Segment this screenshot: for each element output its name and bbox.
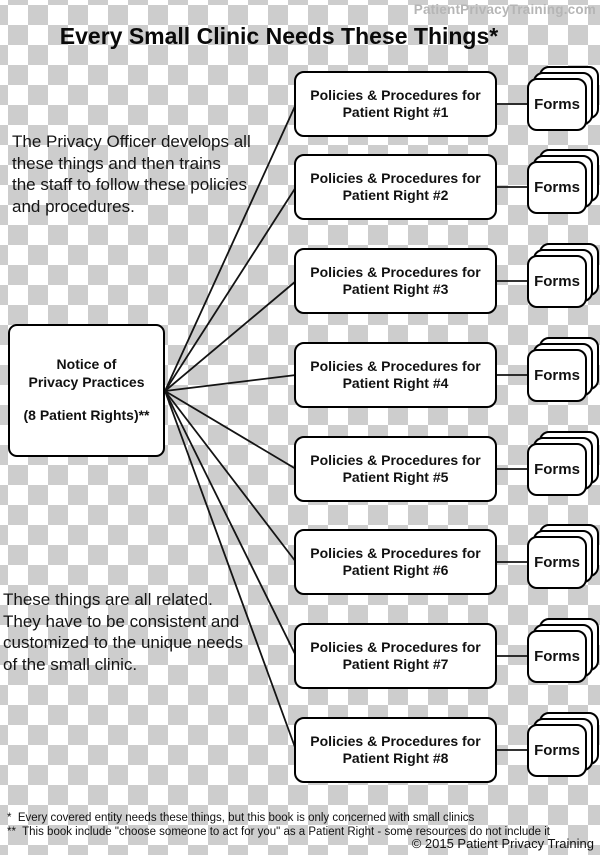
- forms-label: Forms: [534, 96, 580, 113]
- policy-box-8: Policies & Procedures for Patient Right …: [294, 717, 497, 783]
- site-watermark: PatientPrivacyTraining.com: [413, 2, 596, 17]
- notice-box-line2: Privacy Practices: [28, 373, 145, 390]
- policy-box-1-line1: Policies & Procedures for: [310, 87, 481, 103]
- notice-box-rights: (8 Patient Rights)**: [23, 407, 150, 424]
- policy-box-3-line1: Policies & Procedures for: [310, 264, 481, 280]
- policy-box-6: Policies & Procedures for Patient Right …: [294, 529, 497, 595]
- forms-stack-8: Forms: [527, 712, 599, 777]
- forms-card-front: Forms: [527, 161, 587, 214]
- footnotes: * Every covered entity needs these thing…: [7, 812, 550, 838]
- notice-box-line1: Notice of: [56, 356, 117, 373]
- policy-box-1-line2: Patient Right #1: [342, 104, 449, 120]
- forms-label: Forms: [534, 179, 580, 196]
- policy-box-2: Policies & Procedures for Patient Right …: [294, 154, 497, 220]
- forms-card-front: Forms: [527, 349, 587, 402]
- policy-box-7-line1: Policies & Procedures for: [310, 639, 481, 655]
- policy-box-4-line1: Policies & Procedures for: [310, 358, 481, 374]
- forms-card-front: Forms: [527, 78, 587, 131]
- policy-box-5-line1: Policies & Procedures for: [310, 452, 481, 468]
- forms-label: Forms: [534, 648, 580, 665]
- forms-stack-6: Forms: [527, 524, 599, 589]
- policy-box-8-line1: Policies & Procedures for: [310, 733, 481, 749]
- policy-box-6-line1: Policies & Procedures for: [310, 545, 481, 561]
- policy-box-7-line2: Patient Right #7: [342, 656, 449, 672]
- policy-box-7: Policies & Procedures for Patient Right …: [294, 623, 497, 689]
- forms-stack-4: Forms: [527, 337, 599, 402]
- forms-label: Forms: [534, 367, 580, 384]
- forms-card-front: Forms: [527, 630, 587, 683]
- notice-of-privacy-practices-box: Notice of Privacy Practices (8 Patient R…: [8, 324, 165, 457]
- policy-box-4-line2: Patient Right #4: [342, 375, 449, 391]
- policy-box-5: Policies & Procedures for Patient Right …: [294, 436, 497, 502]
- policy-box-4: Policies & Procedures for Patient Right …: [294, 342, 497, 408]
- privacy-officer-note: The Privacy Officer develops all these t…: [12, 132, 251, 216]
- forms-stack-7: Forms: [527, 618, 599, 683]
- forms-stack-2: Forms: [527, 149, 599, 214]
- policy-box-8-line2: Patient Right #8: [342, 750, 449, 766]
- forms-stack-5: Forms: [527, 431, 599, 496]
- forms-label: Forms: [534, 554, 580, 571]
- policy-box-3: Policies & Procedures for Patient Right …: [294, 248, 497, 314]
- forms-stack-1: Forms: [527, 66, 599, 131]
- policy-box-3-line2: Patient Right #3: [342, 281, 449, 297]
- policy-box-2-line2: Patient Right #2: [342, 187, 449, 203]
- page-title: Every Small Clinic Needs These Things*: [59, 23, 499, 49]
- forms-card-front: Forms: [527, 443, 587, 496]
- forms-label: Forms: [534, 742, 580, 759]
- forms-card-front: Forms: [527, 536, 587, 589]
- related-note: These things are all related. They have …: [3, 590, 244, 674]
- policy-box-5-line2: Patient Right #5: [342, 469, 449, 485]
- forms-label: Forms: [534, 461, 580, 478]
- policy-box-1: Policies & Procedures for Patient Right …: [294, 71, 497, 137]
- forms-label: Forms: [534, 273, 580, 290]
- policy-box-6-line2: Patient Right #6: [342, 562, 449, 578]
- forms-card-front: Forms: [527, 255, 587, 308]
- forms-card-front: Forms: [527, 724, 587, 777]
- policy-box-2-line1: Policies & Procedures for: [310, 170, 481, 186]
- copyright: © 2015 Patient Privacy Training: [411, 836, 594, 851]
- forms-stack-3: Forms: [527, 243, 599, 308]
